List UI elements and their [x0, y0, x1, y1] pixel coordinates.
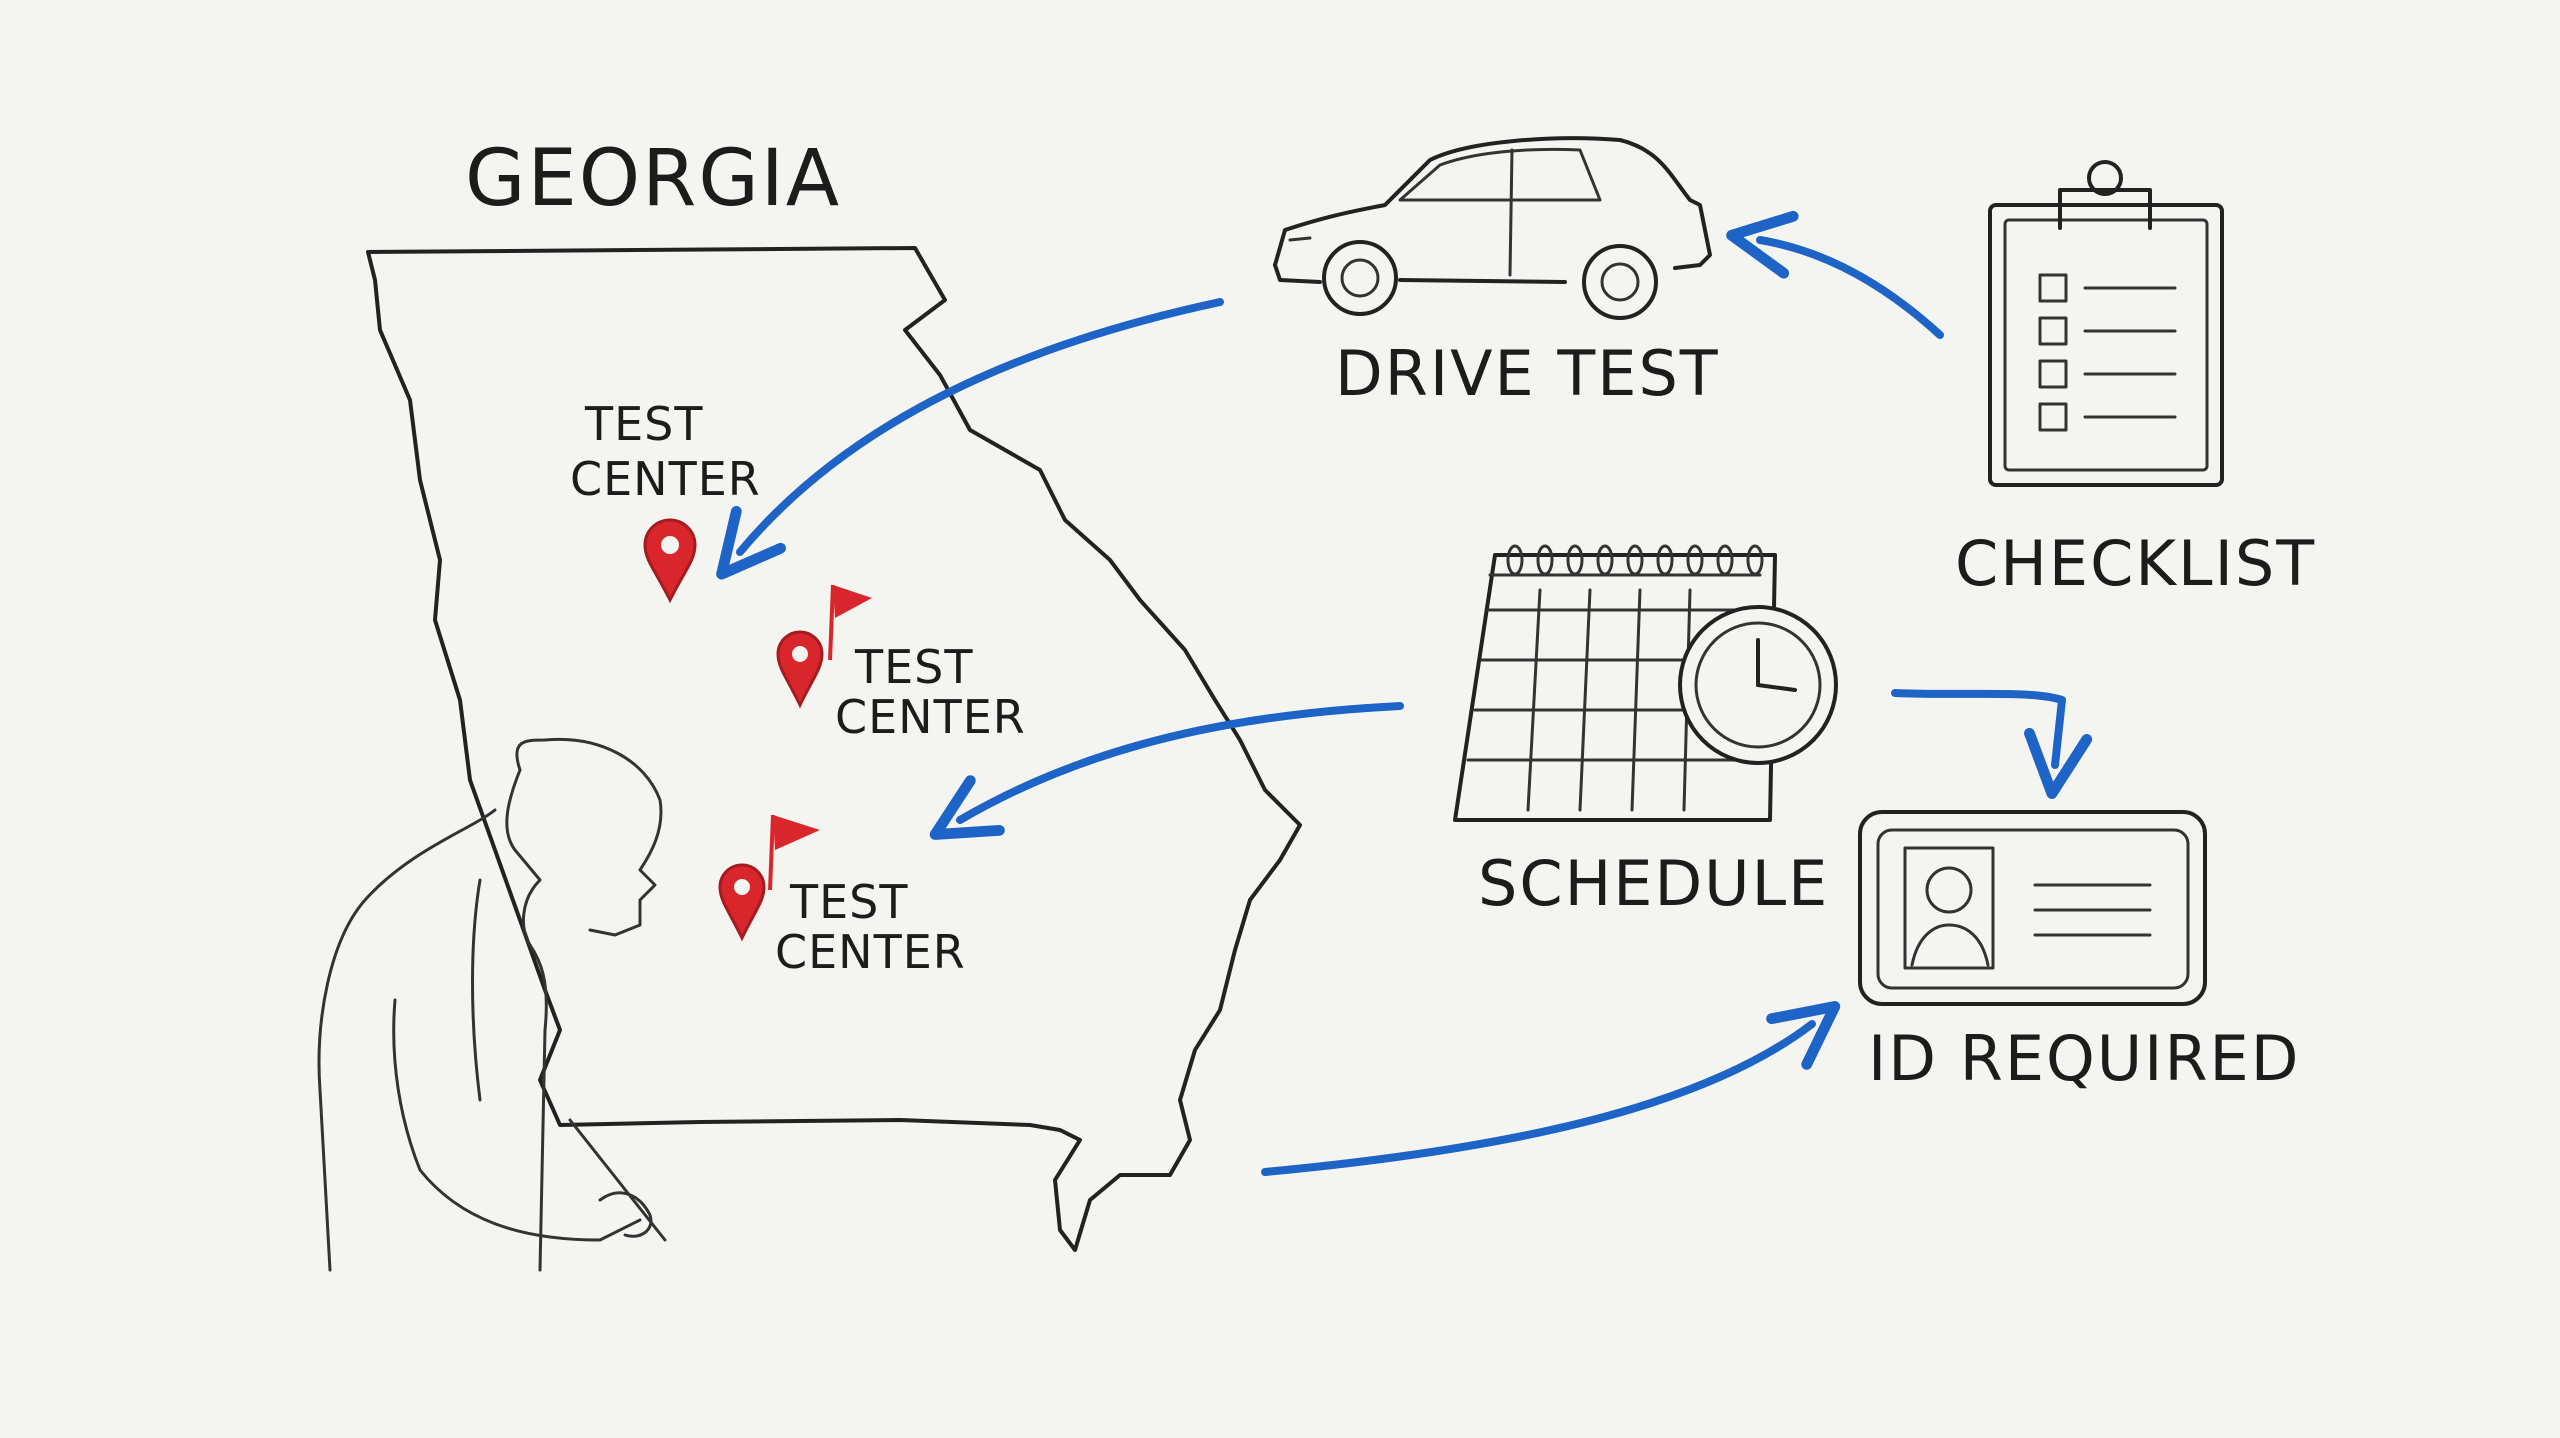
arrow-drive-test-to-map — [716, 298, 1224, 580]
page-title: GEORGIA — [465, 134, 841, 224]
schedule-label: SCHEDULE — [1478, 847, 1829, 920]
test-center-3: TEST CENTER — [718, 814, 966, 979]
clipboard-checklist-icon — [1988, 160, 2224, 487]
map-pin-icon — [643, 518, 697, 604]
arrow-checklist-to-drive-test — [1726, 210, 1944, 339]
id-card-icon — [1858, 810, 2207, 1006]
test-center-2-line2: CENTER — [835, 690, 1026, 744]
drive-test-label: DRIVE TEST — [1335, 337, 1720, 410]
georgia-map-outline — [366, 246, 1302, 1252]
test-center-3-line1: TEST — [789, 875, 908, 929]
arrow-schedule-to-map — [929, 702, 1404, 840]
checklist-label: CHECKLIST — [1955, 527, 2316, 600]
map-pin-flag-icon — [718, 814, 820, 942]
test-center-1: TEST CENTER — [570, 397, 761, 604]
drive-test-node: DRIVE TEST — [1273, 136, 1720, 410]
arrow-schedule-to-id — [1891, 689, 2093, 800]
test-center-1-line2: CENTER — [570, 452, 761, 506]
calendar-clock-icon — [1453, 544, 1838, 822]
test-center-2: TEST CENTER — [776, 584, 1026, 744]
person-writing-icon — [317, 737, 667, 1272]
test-center-3-line2: CENTER — [775, 925, 966, 979]
test-center-2-line1: TEST — [854, 640, 973, 694]
map-pin-flag-icon — [776, 584, 872, 709]
car-icon — [1273, 136, 1712, 320]
schedule-node: SCHEDULE — [1453, 544, 1838, 920]
checklist-node: CHECKLIST — [1955, 160, 2316, 600]
test-center-1-line1: TEST — [584, 397, 703, 451]
id-required-label: ID REQUIRED — [1868, 1022, 2300, 1095]
id-required-node: ID REQUIRED — [1858, 810, 2300, 1095]
arrow-map-to-id — [1261, 1001, 1841, 1176]
